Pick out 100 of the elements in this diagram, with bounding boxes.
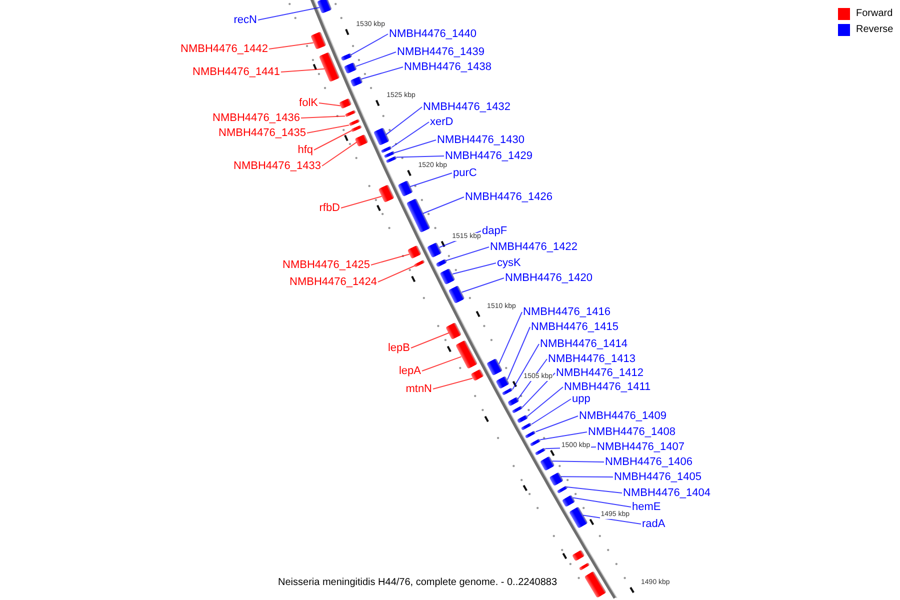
gene-label: NMBH4476_1433	[234, 159, 321, 173]
leader-line	[498, 312, 522, 364]
gene-block	[344, 62, 358, 74]
leader-line	[452, 262, 496, 275]
leader-line	[280, 68, 325, 72]
gene-label: NMBH4476_1424	[290, 275, 377, 289]
gene-label: NMBH4476_1409	[579, 409, 666, 423]
gene-block	[562, 494, 575, 506]
gene-block	[516, 414, 528, 424]
leader-line	[422, 196, 464, 214]
gene-label: hemE	[632, 500, 661, 514]
gene-block	[486, 358, 502, 376]
gene-label: NMBH4476_1442	[180, 42, 268, 56]
gene-label: NMBH4476_1432	[423, 100, 510, 114]
leader-line	[391, 122, 430, 148]
gene-label: lepA	[398, 364, 421, 378]
leader-line	[506, 326, 530, 380]
gene-block	[350, 76, 363, 86]
leader-line	[300, 116, 346, 118]
leader-line	[318, 102, 341, 106]
gene-label: NMBH4476_1436	[212, 111, 300, 125]
gene-block	[414, 259, 426, 268]
gene-block	[373, 128, 390, 146]
gene-block	[348, 119, 360, 127]
gene-block	[426, 242, 442, 258]
gene-block	[502, 388, 514, 396]
gene-label: xerD	[430, 115, 454, 129]
leader-line	[396, 156, 444, 158]
gene-label: NMBH4476_1413	[548, 352, 636, 366]
gene-block	[512, 406, 524, 414]
gene-block	[407, 244, 422, 259]
gene-label: NMBH4476_1408	[588, 425, 676, 439]
leader-line	[314, 130, 352, 150]
gene-block	[340, 53, 352, 61]
gene-block	[579, 562, 591, 571]
gene-block	[540, 456, 555, 472]
leader-line	[422, 356, 462, 372]
gene-block	[384, 151, 396, 159]
gene-label: NMBH4476_1415	[531, 320, 618, 334]
gene-block	[344, 110, 356, 118]
leader-line	[526, 386, 564, 417]
gene-label: NMBH4476_1407	[597, 440, 684, 454]
leader-line	[378, 265, 416, 282]
leader-line	[531, 398, 572, 425]
gene-label: NMBH4476_1412	[556, 366, 644, 380]
gene-label: NMBH4476_1438	[404, 60, 492, 74]
gene-block	[534, 447, 546, 456]
gene-label: NMBH4476_1440	[389, 27, 476, 41]
leader-line	[370, 254, 410, 266]
gene-label: upp	[572, 392, 590, 406]
leader-line	[350, 34, 388, 56]
gene-block	[556, 486, 568, 494]
gene-label: mtnN	[406, 382, 432, 396]
gene-block	[448, 286, 466, 304]
leader-line	[566, 486, 622, 494]
gene-label: NMBH4476_1404	[623, 486, 710, 500]
gene-label: lepB	[388, 341, 410, 355]
gene-label: NMBH4476_1422	[490, 240, 578, 254]
legend-label: Reverse	[856, 24, 894, 36]
gene-block	[386, 156, 398, 164]
gene-block	[496, 376, 510, 389]
leader-line	[535, 416, 578, 432]
leader-line	[410, 332, 450, 348]
gene-label: hfq	[298, 143, 313, 157]
gene-block	[310, 32, 326, 50]
gene-label: recN	[234, 13, 257, 27]
leader-line	[572, 497, 632, 508]
leader-line	[386, 106, 422, 136]
gene-label: NMBH4476_1405	[614, 470, 702, 484]
gene-label: NMBH4476_1411	[564, 380, 651, 394]
leader-line	[258, 6, 320, 20]
gene-block	[530, 438, 541, 447]
legend-label: Forward	[856, 8, 893, 20]
gene-label: NMBH4476_1425	[282, 258, 370, 272]
leader-line	[410, 172, 452, 188]
leader-line	[306, 124, 350, 134]
gene-block	[506, 396, 520, 407]
gene-block	[397, 180, 413, 198]
gene-label: NMBH4476_1420	[505, 271, 592, 285]
gene-block	[354, 134, 368, 146]
gene-block	[378, 184, 395, 204]
gene-label: NMBH4476_1414	[540, 337, 628, 351]
leader-line	[322, 142, 358, 166]
gene-label: folK	[299, 96, 318, 110]
gene-label: NMBH4476_1429	[445, 149, 532, 163]
caption: Neisseria meningitidis H44/76, complete genome. - 0..2240883	[278, 577, 558, 589]
gene-block	[548, 472, 564, 486]
leader-line	[268, 42, 314, 50]
leader-line	[512, 344, 540, 390]
leader-line	[461, 278, 504, 293]
gene-label: NMBH4476_1416	[523, 305, 610, 319]
leader-line	[582, 514, 642, 524]
gene-block	[350, 124, 362, 132]
gene-label: NMBH4476_1435	[218, 126, 306, 140]
leader-line	[394, 140, 436, 154]
gene-label: NMBH4476_1430	[437, 133, 524, 147]
gene-block	[339, 98, 352, 110]
gene-block	[446, 322, 462, 339]
leader-line	[432, 378, 474, 390]
leader-line	[360, 66, 404, 80]
